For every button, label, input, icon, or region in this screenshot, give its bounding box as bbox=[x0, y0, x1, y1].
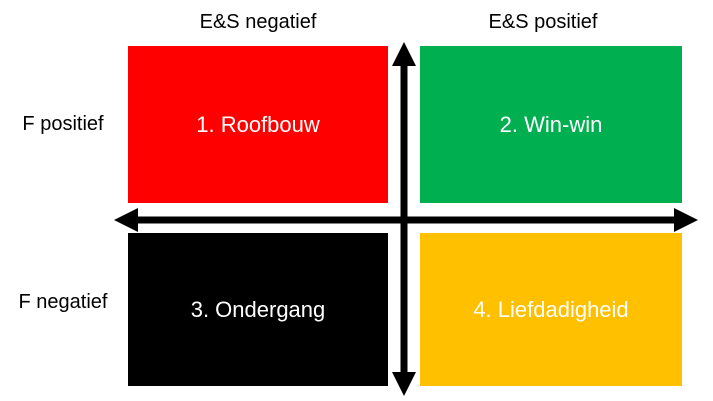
axis-label-es-positief: E&S positief bbox=[488, 11, 598, 33]
quadrant-1-label: 1. Roofbouw bbox=[196, 111, 320, 137]
quadrant-3-label: 3. Ondergang bbox=[190, 296, 326, 322]
quadrant-4-label: 4. Liefdadigheid bbox=[473, 296, 629, 322]
quadrant-2-win-win[interactable]: 2. Win-win bbox=[420, 46, 682, 203]
axis-label-f-negatief: F negatief bbox=[18, 291, 108, 313]
double-headed-horizontal-arrow-icon bbox=[114, 208, 698, 232]
quadrant-4-liefdadigheid[interactable]: 4. Liefdadigheid bbox=[420, 233, 682, 386]
quadrant-3-ondergang[interactable]: 3. Ondergang bbox=[128, 233, 388, 386]
axis-label-es-negatief: E&S negatief bbox=[199, 11, 317, 33]
horizontal-axis-arrow bbox=[112, 204, 700, 236]
quadrant-2-label: 2. Win-win bbox=[499, 111, 603, 137]
quadrant-1-roofbouw[interactable]: 1. Roofbouw bbox=[128, 46, 388, 203]
axis-label-f-positief: F positief bbox=[22, 113, 104, 135]
